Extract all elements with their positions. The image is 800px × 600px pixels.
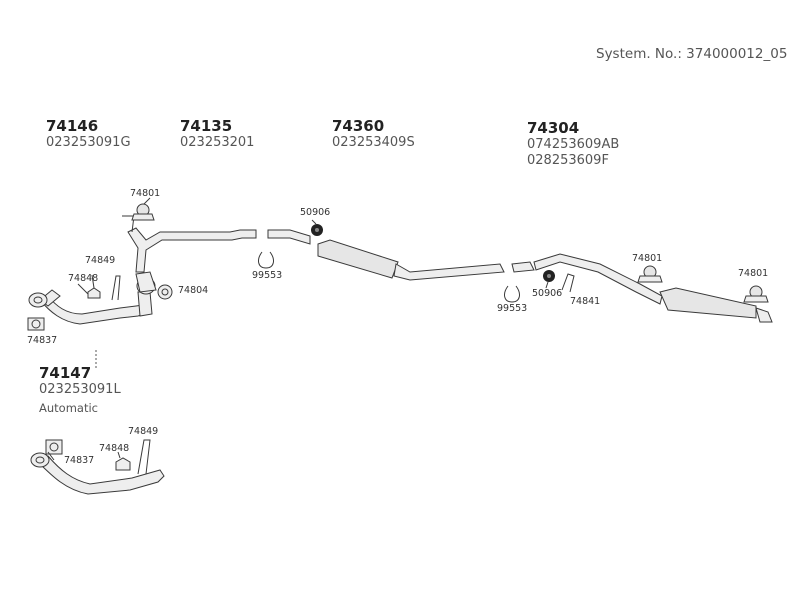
- gasket-74804: [157, 284, 173, 300]
- bracket-74848-auto: [115, 457, 131, 471]
- gasket-74837: [27, 317, 45, 331]
- hanger-74801-tail: [743, 285, 769, 303]
- oem-number: 023253201: [180, 135, 255, 150]
- callout-74848: 74848: [68, 273, 99, 284]
- clamp-99553-right: [504, 285, 520, 303]
- center-silencer-74360: [317, 239, 505, 281]
- part-group-74146: 74146 023253091G: [46, 118, 131, 151]
- part-number: 74135: [180, 117, 233, 135]
- part-group-74147: 74147 023253091L Automatic: [39, 364, 121, 416]
- bracket-74841: [561, 273, 575, 293]
- oem-number: 074253609AB: [527, 137, 620, 152]
- oem-number: 023253409S: [332, 135, 415, 150]
- rear-silencer-74304: [533, 253, 773, 323]
- part-group-74360: 74360 023253409S: [332, 118, 415, 151]
- part-number: 74360: [332, 117, 385, 135]
- clamp-99553-left: [258, 251, 274, 269]
- hanger-74801-rear: [637, 265, 663, 283]
- part-number: 74146: [46, 117, 99, 135]
- callout-74848-auto: 74848: [99, 443, 130, 454]
- callout-74801-left: 74801: [130, 188, 161, 199]
- system-number: System. No.: 374000012_05: [596, 46, 788, 62]
- callout-74801-rear: 74801: [632, 253, 663, 264]
- oem-number: 028253609F: [527, 153, 609, 168]
- variant-note: Automatic: [39, 401, 98, 415]
- hanger-74849: [111, 275, 121, 301]
- hanger-74849-auto: [137, 439, 151, 475]
- connecting-sleeve-right: [511, 261, 535, 273]
- callout-74804: 74804: [178, 285, 209, 296]
- part-group-74304: 74304 074253609AB 028253609F: [527, 120, 619, 169]
- callout-74801-tail: 74801: [738, 268, 769, 279]
- middle-pipe-74135: [122, 215, 257, 273]
- oem-number: 023253091G: [46, 135, 131, 150]
- callout-74837: 74837: [27, 335, 58, 346]
- connecting-sleeve: [267, 229, 311, 245]
- callout-50906-right: 50906: [532, 288, 563, 299]
- callout-50906-center: 50906: [300, 207, 331, 218]
- bracket-74848: [87, 287, 101, 299]
- callout-74841: 74841: [570, 296, 601, 307]
- front-pipe-74147: [30, 439, 165, 495]
- part-number: 74147: [39, 364, 92, 382]
- part-number: 74304: [527, 119, 580, 137]
- callout-74837-auto: 74837: [64, 455, 95, 466]
- front-pipe-74146: [28, 271, 157, 325]
- callout-74849-auto: 74849: [128, 426, 159, 437]
- oem-number: 023253091L: [39, 382, 121, 397]
- leader-lines: [47, 197, 549, 461]
- rubber-ring-50906-right: [543, 270, 555, 282]
- callout-99553-left: 99553: [252, 270, 283, 281]
- rubber-ring-50906-center: [311, 224, 323, 236]
- callout-99553-right: 99553: [497, 303, 528, 314]
- callout-74849: 74849: [85, 255, 116, 266]
- hanger-74801-left: [131, 203, 155, 221]
- part-group-74135: 74135 023253201: [180, 118, 254, 151]
